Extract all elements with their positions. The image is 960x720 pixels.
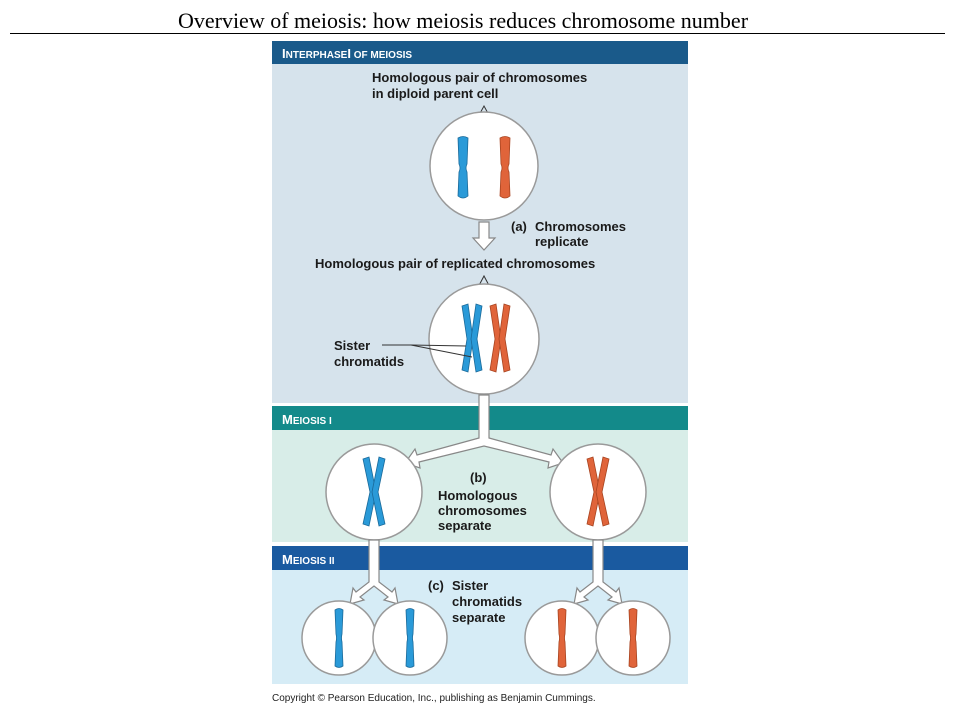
replicated-red-chromosome xyxy=(489,303,511,373)
step-b-letter: (b) xyxy=(470,470,487,485)
step-b-line3: separate xyxy=(438,518,491,533)
meiosis2-right-split-arrow xyxy=(573,539,623,605)
meiosis2-chromatid-4 xyxy=(628,608,638,668)
meiosis2-chromatid-3 xyxy=(557,608,567,668)
slide-title: Overview of meiosis: how meiosis reduces… xyxy=(177,8,749,33)
blue-chromosome xyxy=(457,136,469,199)
replicated-parent-cell xyxy=(428,283,540,395)
meiosis1-split-arrow xyxy=(404,394,564,469)
step-a-line2: replicate xyxy=(535,234,588,249)
interphase-header xyxy=(272,41,688,64)
step-a-letter: (a) xyxy=(511,219,527,234)
meiosis2-header xyxy=(272,546,688,570)
title-divider xyxy=(10,33,945,34)
copyright-notice: Copyright © Pearson Education, Inc., pub… xyxy=(272,693,596,704)
step-a-line1: Chromosomes xyxy=(535,219,626,234)
sister-chromatids-line2: chromatids xyxy=(334,354,404,369)
meiosis1-left-chromosome xyxy=(362,456,386,527)
homologous-pair-label-line2: in diploid parent cell xyxy=(372,86,498,101)
sister-chromatids-line1: Sister xyxy=(334,338,370,353)
meiosis1-right-chromosome xyxy=(586,456,610,527)
meiosis2-chromatid-1 xyxy=(334,608,344,668)
sister-chromatids-leader-2 xyxy=(410,344,473,358)
red-chromosome xyxy=(499,136,511,199)
meiosis2-left-split-arrow xyxy=(349,539,399,605)
replicated-blue-chromosome xyxy=(461,303,483,373)
interphase-header-label: INTERPHASEI OF MEIOSIS xyxy=(282,46,412,61)
homologous-pair-label-line1: Homologous pair of chromosomes xyxy=(372,70,587,85)
meiosis1-header-label: MEIOSIS I xyxy=(282,412,332,427)
replicated-pair-label: Homologous pair of replicated chromosome… xyxy=(315,256,595,271)
replication-arrow xyxy=(471,221,497,251)
meiosis2-header-label: MEIOSIS II xyxy=(282,552,335,567)
meiosis2-chromatid-2 xyxy=(405,608,415,668)
step-c-line3: separate xyxy=(452,610,505,625)
diploid-parent-cell xyxy=(429,111,539,221)
step-c-line2: chromatids xyxy=(452,594,522,609)
step-b-line2: chromosomes xyxy=(438,503,527,518)
step-b-line1: Homologous xyxy=(438,488,517,503)
step-c-letter: (c) xyxy=(428,578,444,593)
step-c-line1: Sister xyxy=(452,578,488,593)
